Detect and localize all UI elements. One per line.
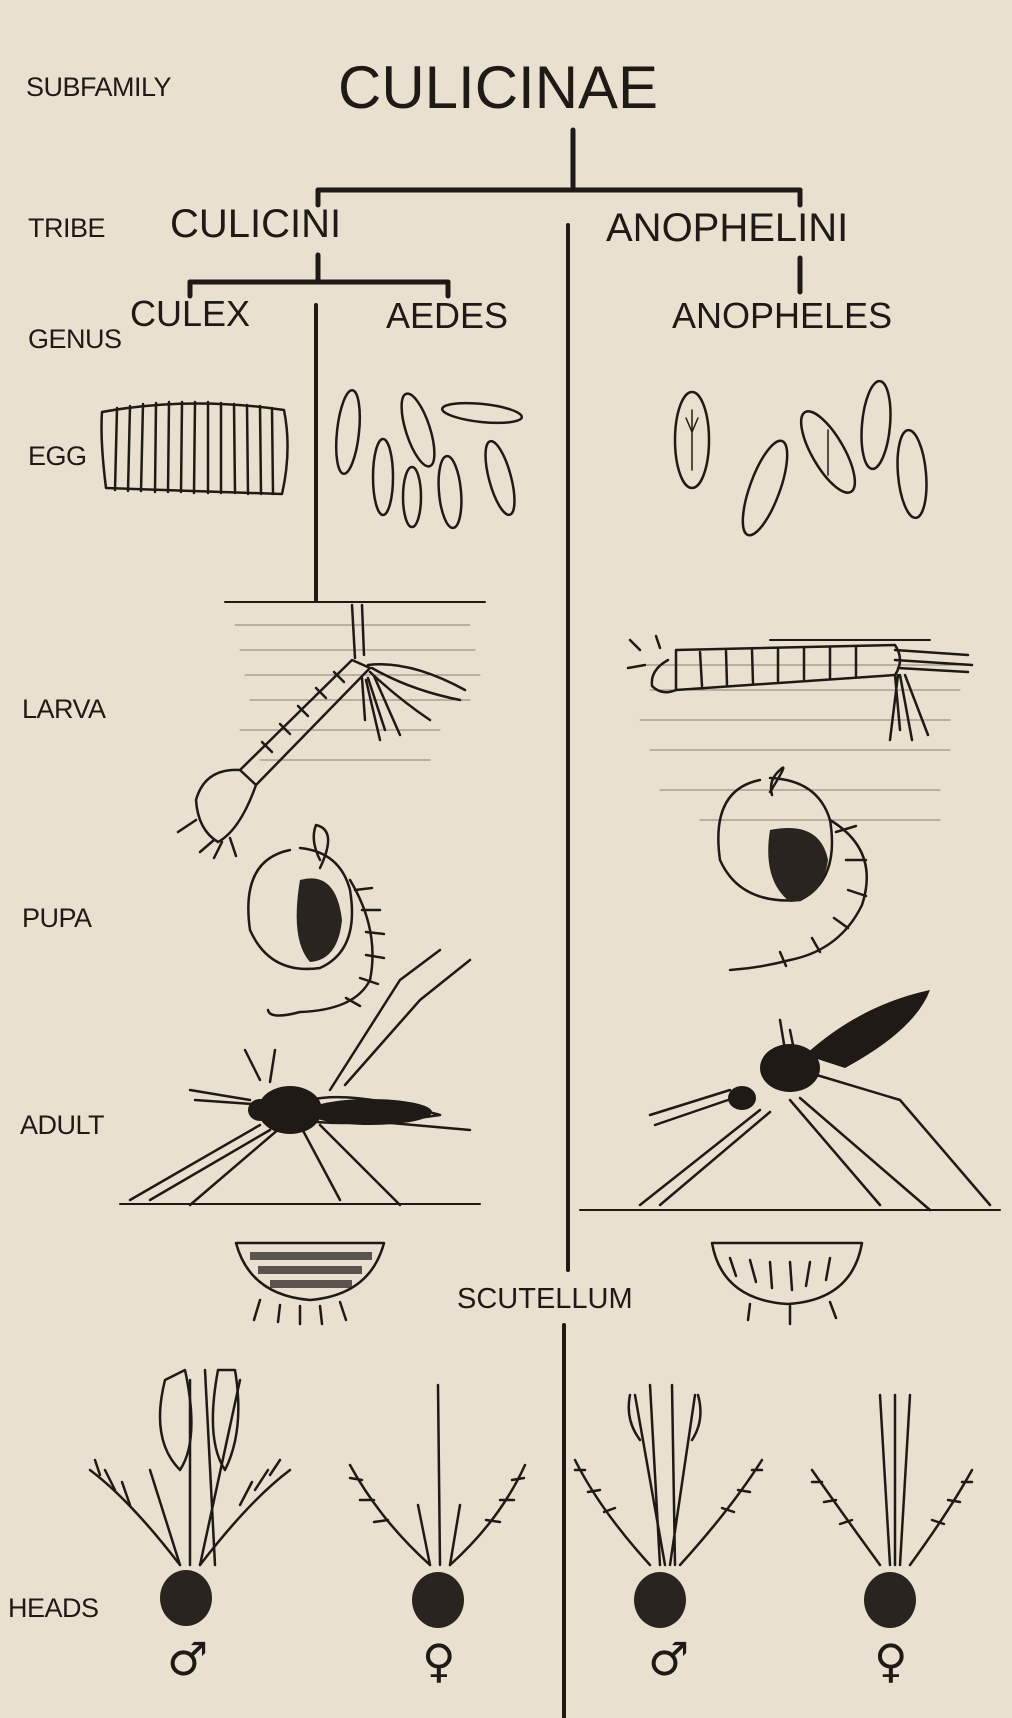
culex-adult-illustration	[120, 950, 480, 1205]
anopheles-female-symbol: ♀	[874, 1638, 908, 1684]
tribe-culicini: CULICINI	[170, 204, 341, 244]
rank-label-pupa: PUPA	[22, 905, 92, 932]
rank-label-genus: GENUS	[28, 326, 122, 353]
anopheles-pupa-dark-spot	[768, 828, 828, 902]
rank-label-egg: EGG	[28, 443, 87, 470]
genus-anopheles: ANOPHELES	[672, 298, 892, 334]
aedes-eggs-illustration	[333, 389, 523, 529]
anopheles-larva-illustration	[628, 636, 972, 740]
subfamily-culicinae: CULICINAE	[338, 58, 658, 118]
anopheles-male-head-illustration	[575, 1385, 762, 1565]
culex-scutellum-dots	[250, 1252, 372, 1288]
anopheles-adult-body	[728, 990, 930, 1110]
culex-adult-body	[248, 1086, 432, 1134]
anopheles-female-head-illustration	[812, 1395, 972, 1565]
anopheles-scutellum-illustration	[712, 1243, 862, 1324]
culex-pupa-dark-spot	[297, 878, 342, 962]
rank-label-tribe: TRIBE	[28, 215, 105, 242]
water-shading-lines	[235, 625, 960, 820]
culex-egg-raft-illustration	[102, 402, 288, 494]
scutellum-label: SCUTELLUM	[457, 1285, 633, 1314]
genus-culex: CULEX	[130, 296, 250, 332]
culex-male-symbol: ♂	[167, 1636, 208, 1682]
culex-female-symbol: ♀	[422, 1638, 456, 1684]
anopheles-male-symbol: ♂	[648, 1636, 689, 1682]
rank-label-adult: ADULT	[20, 1112, 104, 1139]
tribe-anophelini: ANOPHELINI	[606, 208, 848, 248]
culex-male-head-illustration	[90, 1370, 290, 1565]
culex-female-head-illustration	[350, 1385, 525, 1565]
culex-larva-illustration	[178, 605, 465, 858]
water-surface-lines	[225, 602, 930, 640]
division-lines	[316, 225, 568, 1718]
rank-label-heads: HEADS	[8, 1595, 99, 1622]
anopheles-eggs-illustration	[675, 380, 930, 540]
rank-label-subfamily: SUBFAMILY	[26, 74, 171, 101]
genus-aedes: AEDES	[386, 298, 508, 334]
rank-label-larva: LARVA	[22, 696, 106, 723]
head-capsules	[160, 1570, 916, 1628]
